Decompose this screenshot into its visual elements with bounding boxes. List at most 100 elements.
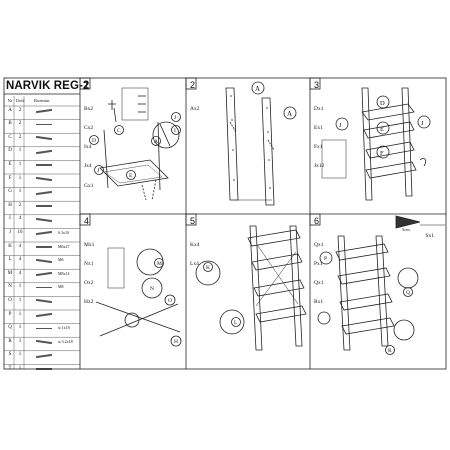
panel-5-circle-labels: K L: [206, 265, 238, 326]
table-cell-qty: 1: [18, 365, 22, 371]
table-cell-id: J: [9, 229, 11, 235]
table-cell-id: M: [7, 270, 13, 276]
table-cell-id: P: [8, 311, 12, 317]
header-qty: Ilość: [16, 97, 25, 103]
part-glyph: [36, 123, 52, 126]
circle-label: A: [154, 139, 158, 145]
header-size: Rozmiar: [34, 97, 50, 103]
circle-label: J: [421, 120, 424, 127]
circle-label: H: [174, 339, 178, 345]
panel-1-number: 1: [84, 80, 90, 90]
table-cell-id: D: [8, 148, 12, 154]
part-glyph: [36, 286, 52, 289]
part-qty: Ix4: [84, 144, 92, 151]
circle-label: D: [380, 100, 385, 107]
table-cell-qty: 1: [18, 325, 22, 331]
part-glyph: [36, 205, 52, 207]
table-cell-id: R: [8, 338, 12, 344]
table-cell-id: K: [8, 243, 12, 249]
panel-1-parts: Bx2 Cx2 Ix4 Jx4 Gx1: [84, 93, 93, 202]
document-title: NARVIK REG-2: [6, 80, 90, 92]
parts-table-header: Nr Ilość Rozmiar: [4, 96, 80, 106]
part-qty: Ox2: [84, 280, 94, 287]
table-cell-size: st 3.2x18: [58, 338, 73, 344]
part-qty: Dx1: [314, 105, 324, 112]
panel-grid: [3, 77, 447, 370]
table-cell-id: O: [8, 297, 12, 303]
part-qty: Ex1: [314, 125, 323, 132]
table-cell-size: M6: [58, 257, 64, 263]
table-cell-qty: 4: [18, 257, 22, 263]
circle-label: D: [92, 138, 96, 144]
table-cell-size: st 1x18: [58, 325, 70, 331]
part-qty: Px1: [314, 261, 323, 268]
part-qty: Nx1: [84, 261, 94, 268]
part-qty: Fx1: [314, 144, 323, 151]
table-cell-qty: 4: [18, 216, 22, 222]
table-cell-id: A: [8, 107, 12, 113]
panel-1-circle-labels: C D E J J I A: [92, 115, 177, 179]
part-glyph: [36, 164, 52, 166]
header-id: Nr: [7, 97, 13, 103]
circle-label: E: [380, 126, 384, 133]
circle-label: E: [129, 173, 133, 179]
circle-label: O: [168, 298, 172, 304]
part-qty: Qx1: [314, 241, 324, 248]
table-cell-qty: 1: [18, 297, 22, 303]
panel-4-drawing: [95, 247, 182, 347]
circle-label: A: [255, 85, 260, 93]
circle-label: N: [150, 286, 154, 292]
table-cell-id: I: [9, 216, 11, 222]
circle-label: C: [117, 128, 121, 134]
panel-4-number: 4: [84, 216, 90, 226]
table-cell-id: H: [8, 202, 12, 208]
table-cell-id: S: [8, 352, 12, 358]
table-cell-qty: 2: [18, 121, 22, 127]
panel-6-drawing: [317, 215, 445, 355]
table-cell-id: N: [8, 284, 12, 290]
table-cell-qty: 16: [17, 229, 23, 235]
panel-2-circle-labels: A A: [255, 85, 292, 118]
circle-label: K: [206, 265, 210, 271]
table-cell-qty: 1: [18, 338, 22, 344]
panel-3-drawing: [321, 87, 431, 201]
panel-2-drawing: [225, 81, 297, 206]
part-qty: Hx2: [84, 299, 94, 306]
part-qty: Qx1: [314, 280, 324, 287]
part-qty: Jx12: [314, 163, 325, 170]
part-qty: Jx4: [84, 163, 92, 170]
circle-label: R: [388, 348, 392, 354]
table-cell-qty: 2: [18, 134, 22, 140]
table-cell-id: Q: [8, 325, 12, 331]
part-qty: Gx1: [84, 182, 94, 189]
panel-6-side-note: Sx1: [420, 227, 435, 246]
part-qty: Bx2: [84, 105, 94, 112]
table-cell-size: M6x27: [58, 243, 70, 249]
circle-label: A: [287, 110, 292, 118]
panel-2-number: 2: [190, 80, 196, 90]
table-cell-qty: 4: [18, 270, 22, 276]
table-cell-id: G: [8, 189, 12, 195]
table-cell-qty: 4: [18, 243, 22, 249]
table-cell-qty: 1: [18, 311, 22, 317]
circle-label: F: [380, 150, 384, 157]
table-cell-id: B: [8, 121, 12, 127]
table-cell-qty: 1: [18, 284, 22, 290]
circle-label: L: [234, 320, 238, 326]
